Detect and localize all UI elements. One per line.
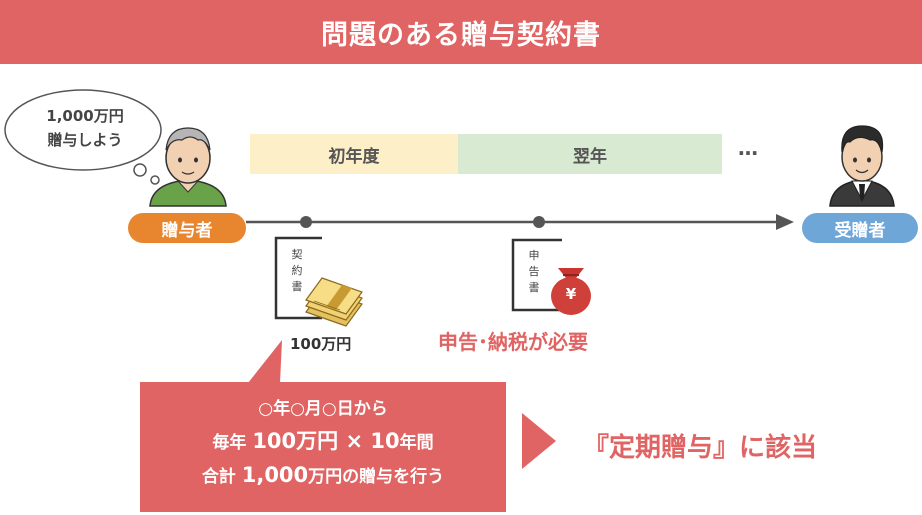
money-bag-icon	[551, 268, 591, 315]
result-arrow-icon	[522, 413, 556, 469]
return-char-1: 申	[528, 249, 540, 262]
callout-line-3: 合計 1,000万円の贈与を行う	[145, 459, 501, 493]
callout-line-3-amount: 1,000	[241, 463, 309, 487]
callout-text: ○年○月○日から 毎年 100万円 × 10年間 合計 1,000万円の贈与を行…	[145, 393, 501, 493]
contract-amount: 100万円	[290, 335, 352, 353]
giver-label: 贈与者	[128, 213, 246, 243]
speech-line-1: 1,000万円	[46, 107, 124, 125]
contract-char-1: 契	[291, 248, 303, 261]
speech-line-2: 贈与しよう	[47, 131, 123, 149]
tax-note: 申告･納税が必要	[438, 330, 588, 354]
return-char-3: 書	[528, 281, 540, 294]
speech-bubble-icon	[4, 89, 162, 185]
tax-return-doc-label: 申 告 書	[527, 248, 541, 296]
callout-line-2: 毎年 100万円 × 10年間	[145, 425, 501, 459]
contract-document-icon	[274, 236, 322, 320]
recipient-label: 受贈者	[802, 213, 918, 243]
callout-line-2-prefix: 毎年	[212, 433, 253, 453]
contract-doc-label: 契 約 書	[290, 247, 304, 295]
timeline-marker-first	[300, 216, 312, 228]
recipient-person-icon	[829, 125, 895, 207]
tax-return-document-icon	[511, 238, 562, 312]
callout-line-3-suffix: 万円の贈与を行う	[308, 467, 445, 487]
timeline-arrow-icon	[776, 214, 794, 230]
money-bundle-icon	[305, 277, 363, 327]
result-text: 『定期贈与』に該当	[583, 433, 818, 463]
timeline-ellipsis: …	[738, 136, 760, 160]
speech-bubble-text: 1,000万円 贈与しよう	[10, 104, 160, 152]
giver-person-icon	[149, 127, 227, 207]
callout-line-2-suffix: 年間	[399, 433, 434, 453]
next-year-bar: 翌年	[458, 134, 722, 174]
contract-char-2: 約	[291, 264, 303, 277]
timeline-marker-next	[533, 216, 545, 228]
callout-line-3-prefix: 合計	[201, 467, 242, 487]
contract-char-3: 書	[291, 280, 303, 293]
return-char-2: 告	[528, 265, 540, 278]
callout-line-2-amount: 100万円 × 10	[252, 429, 400, 453]
first-year-bar: 初年度	[250, 134, 458, 174]
callout-line-1: ○年○月○日から	[258, 399, 388, 419]
yen-symbol: ¥	[565, 285, 577, 303]
page-title: 問題のある贈与契約書	[0, 0, 922, 64]
callout-box	[140, 340, 506, 512]
